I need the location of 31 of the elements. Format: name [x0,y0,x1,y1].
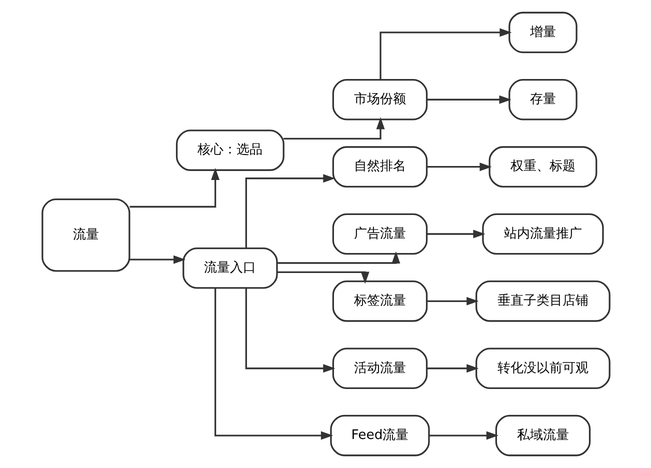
arrow [214,288,333,440]
arrow [283,117,384,140]
arrow [276,271,369,284]
node-box: 核心：选品 [175,130,284,171]
node-box: 私域流量 [494,414,590,456]
node-box: 流量 [41,198,130,272]
node-box: 广告流量 [332,213,428,255]
arrow [426,230,485,238]
arrow [244,174,335,248]
node-box: 流量入口 [182,248,278,289]
node-box: 站内流量推广 [482,213,604,255]
node-box: 标签流量 [332,280,428,322]
node-box: Feed流量 [330,414,430,456]
arrow [129,168,220,208]
arrow [129,255,186,264]
arrow [428,431,498,440]
node-box: 活动流量 [332,348,428,389]
node-box: 存量 [508,79,577,120]
arrow [244,288,335,373]
node-box: 市场份额 [332,79,428,120]
node-box: 自然排名 [332,146,428,188]
arrow [426,95,511,104]
node-box: 增量 [508,12,577,54]
node-box: 转化没以前可观 [475,348,610,389]
node-box: 权重、标题 [488,146,597,188]
arrow [426,364,478,373]
arrow [426,296,478,306]
node-box: 垂直子类目店铺 [475,280,610,322]
arrow [276,251,400,264]
arrow [426,162,492,172]
arrow [379,28,512,80]
